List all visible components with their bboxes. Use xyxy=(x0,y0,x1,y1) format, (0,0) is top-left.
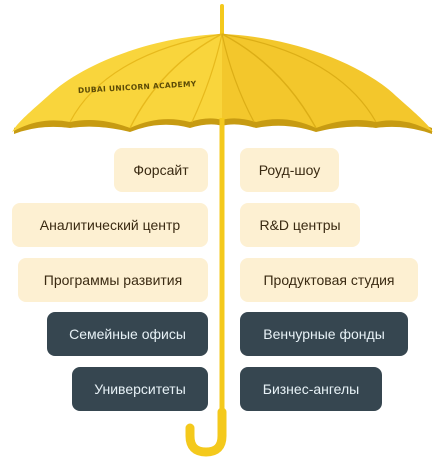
chip-development-programs: Программы развития xyxy=(18,258,208,302)
umbrella-tip xyxy=(220,4,224,36)
canopy-rib-2 xyxy=(69,33,223,123)
chip-venture-funds: Венчурные фонды xyxy=(240,312,408,356)
chip-universities: Университеты xyxy=(72,367,208,411)
chip-family-offices: Семейные офисы xyxy=(47,312,208,356)
canopy-left xyxy=(12,34,222,132)
canopy-rib-5 xyxy=(221,33,377,123)
chip-roadshow: Роуд-шоу xyxy=(240,148,339,192)
chip-analytics-center: Аналитический центр xyxy=(12,203,208,247)
chip-product-studio: Продуктовая студия xyxy=(240,258,418,302)
canopy-right xyxy=(222,34,433,132)
canopy-rib-6 xyxy=(221,33,255,123)
canopy-rib-1 xyxy=(129,33,223,129)
chip-business-angels: Бизнес-ангелы xyxy=(240,367,382,411)
umbrella-handle xyxy=(185,407,227,457)
chip-forsight: Форсайт xyxy=(114,148,208,192)
chip-rnd-centers: R&D центры xyxy=(240,203,360,247)
canopy-rib-4 xyxy=(221,33,317,129)
umbrella-shaft xyxy=(219,118,225,416)
canopy-rib-3 xyxy=(191,33,223,123)
